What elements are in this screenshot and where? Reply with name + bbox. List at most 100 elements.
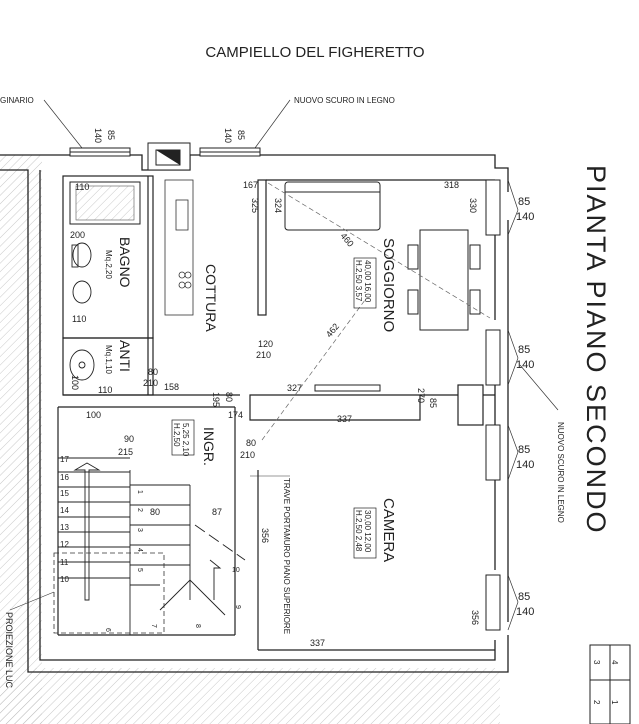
room-ingresso-name: INGR.: [201, 427, 217, 466]
dim-327: 327: [287, 383, 302, 393]
stair-mid-1: 1: [136, 490, 143, 494]
stair-numbers-left: 17 16 15 14 13 12 11 10: [60, 455, 69, 584]
dim-460: 460: [338, 231, 355, 249]
note-beam: TRAVE PORTAMURO PIANO SUPERIORE: [282, 478, 291, 634]
legend-table: 4 1 3 2: [589, 644, 631, 724]
stair-numbers-right: 8 9 10: [194, 567, 241, 628]
note-projection: PROIEZIONE LUC: [4, 612, 14, 689]
leader-new-shutter: [254, 99, 291, 149]
dim-87: 87: [212, 507, 222, 517]
dim-top-win1-b: 85: [106, 130, 116, 140]
rw3-a: 85: [518, 444, 530, 456]
note-original-window: GINARIO: [0, 96, 34, 105]
dim-80d: 80: [150, 507, 160, 517]
dim-top-win1-a: 140: [93, 128, 103, 143]
leader-original: [43, 99, 83, 149]
dim-356a: 356: [260, 528, 270, 543]
room-soggiorno-data1: 40,00 16,00: [363, 260, 372, 303]
stair-15: 15: [60, 489, 69, 498]
shower-tray: [69, 181, 141, 225]
stair-mid-7: 7: [150, 624, 157, 628]
dim-110-bot: 110: [98, 385, 112, 395]
dim-85c: 85: [428, 398, 438, 408]
dining-table: [407, 229, 481, 331]
dim-195: 195: [211, 392, 221, 407]
leader-projection: [9, 591, 55, 611]
stair-right-10: 10: [232, 567, 240, 574]
legend-cell-3: 3: [592, 660, 601, 665]
room-bagno-name: BAGNO: [117, 237, 133, 288]
room-bagno-area: Mq.2,20: [104, 250, 113, 279]
dim-80c: 80: [246, 438, 256, 448]
dim-80b: 80: [224, 392, 234, 402]
dim-337b: 337: [310, 638, 325, 648]
room-camera-data1: 30,00 12,00: [363, 510, 372, 553]
shutter-arcs: [507, 179, 519, 631]
stair-17: 17: [60, 455, 69, 464]
wc: [71, 242, 92, 268]
dim-462: 462: [324, 321, 341, 339]
room-soggiorno-data2: H.2,50 3,57: [354, 260, 363, 302]
stair-right-9: 9: [234, 605, 241, 609]
dim-324: 324: [273, 198, 283, 213]
room-cottura-name: COTTURA: [203, 264, 219, 332]
rw4-b: 140: [516, 606, 534, 618]
bidet: [72, 280, 92, 304]
top-window-2: [199, 147, 261, 157]
dim-356b: 356: [470, 610, 480, 625]
legend-cell-4: 4: [610, 660, 619, 665]
dim-330: 330: [468, 198, 478, 213]
street-hatch-bottom: [0, 668, 500, 724]
room-ingresso-data2: H.2,50: [172, 423, 181, 447]
room-ingresso-data1: 5,25 2,10: [181, 423, 190, 457]
leader-right-shutter: [519, 364, 559, 411]
dim-210c: 210: [240, 450, 255, 460]
dim-90: 90: [124, 434, 134, 444]
stair-numbers-mid: 1 2 3 4 5 6 7: [104, 490, 157, 632]
outer-walls: [0, 154, 509, 673]
note-new-shutter-top: NUOVO SCURO IN LEGNO: [294, 96, 395, 105]
stair-right-8: 8: [194, 624, 201, 628]
dim-337a: 337: [337, 414, 352, 424]
dim-210a: 210: [256, 350, 271, 360]
rw3-b: 140: [516, 459, 534, 471]
kitchen-counter: [164, 179, 194, 316]
dim-210b: 210: [143, 378, 158, 388]
note-new-shutter-right: NUOVO SCURO IN LEGNO: [556, 422, 565, 523]
ingresso-databox: [171, 419, 195, 456]
top-window-1: [69, 147, 131, 157]
room-soggiorno-name: SOGGIORNO: [380, 238, 397, 332]
legend-cell-1: 1: [610, 700, 619, 705]
sofa: [284, 181, 381, 231]
stair-10: 10: [60, 575, 69, 584]
dim-110-top: 110: [75, 182, 89, 192]
dim-top-win2-b: 85: [236, 130, 246, 140]
tv-unit: [314, 384, 381, 392]
street-hatch-left: [0, 155, 42, 724]
room-camera-name: CAMERA: [380, 498, 397, 562]
stair-mid-6: 6: [104, 628, 111, 632]
stair-mid-4: 4: [136, 548, 143, 552]
right-windows: [485, 179, 501, 631]
rw1-a: 85: [518, 196, 530, 208]
dim-100-v: 100: [70, 375, 80, 390]
dim-174: 174: [228, 410, 243, 420]
plan-title: PIANTA PIANO SECONDO: [581, 165, 611, 535]
stair-16: 16: [60, 473, 69, 482]
dim-top-win2-a: 140: [223, 128, 233, 143]
interior-walls: [57, 175, 495, 651]
dim-318: 318: [444, 180, 459, 190]
street-name: CAMPIELLO DEL FIGHERETTO: [205, 44, 424, 61]
right-window-dims: 85 140 85 140 85 140 85 140: [516, 196, 534, 618]
dim-167: 167: [243, 180, 258, 190]
projection-outline: [53, 552, 165, 634]
soggiorno-databox: [353, 257, 377, 309]
chimney: [147, 142, 191, 171]
rw2-a: 85: [518, 344, 530, 356]
rw1-b: 140: [516, 211, 534, 223]
diag-soggiorno: [267, 182, 491, 319]
dim-80a: 80: [148, 367, 158, 377]
rw2-b: 140: [516, 359, 534, 371]
legend-cell-2: 2: [592, 700, 601, 705]
